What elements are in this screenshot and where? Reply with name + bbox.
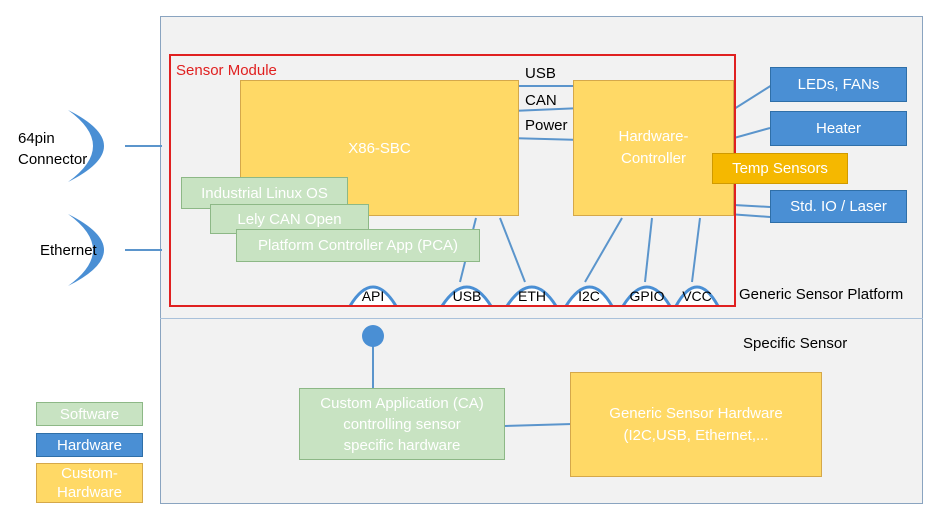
api-port-icon	[348, 285, 398, 307]
x86-sbc: X86-SBC	[240, 80, 519, 216]
gpio-port-line	[644, 217, 653, 283]
generic-sensor-hardware-box: Generic Sensor Hardware (I2C,USB, Ethern…	[570, 372, 822, 477]
ethernet-connector-label: Ethernet	[40, 242, 97, 259]
i2c-port-line	[584, 217, 623, 283]
vcc-port-icon	[674, 285, 720, 307]
vcc-port-line	[691, 217, 701, 283]
pin64-connector-icon	[68, 110, 104, 182]
temp-sensors-box: Temp Sensors	[712, 153, 848, 184]
temp-sensors-label: Temp Sensors	[732, 160, 828, 177]
custom-application-box: Custom Application (CA) controlling sens…	[299, 388, 505, 460]
eth-port-label: ETH	[518, 288, 546, 304]
std-io-laser-label: Std. IO / Laser	[790, 198, 887, 215]
leds-fans-box: LEDs, FANs	[770, 67, 907, 102]
legend-software-label: Software	[59, 405, 120, 423]
power-bus-line	[507, 137, 583, 141]
leds-fans-label: LEDs, FANs	[797, 76, 880, 93]
hardware-controller-label: Hardware- Controller	[618, 128, 689, 167]
legend-custom-hardware: Custom- Hardware	[36, 463, 143, 503]
generic-sensor-hardware-label: Generic Sensor Hardware (I2C,USB, Ethern…	[609, 404, 783, 444]
custom-application-label: Custom Application (CA) controlling sens…	[320, 394, 484, 454]
i2c-port-icon	[564, 285, 614, 307]
software-pca: Platform Controller App (PCA)	[236, 229, 480, 262]
vcc-port-label: VCC	[682, 288, 712, 304]
legend-software: Software	[36, 402, 143, 426]
legend-custom-hardware-label: Custom- Hardware	[56, 465, 123, 501]
platform-divider	[160, 318, 923, 319]
legend-hardware: Hardware	[36, 433, 143, 457]
eth-port-icon	[505, 285, 558, 307]
ca-hw-line	[504, 423, 573, 427]
x86-sbc-label: X86-SBC	[348, 139, 411, 157]
api-socket-icon	[362, 325, 384, 347]
linux-os-label: Industrial Linux OS	[201, 184, 328, 202]
hardware-controller: Hardware- Controller	[573, 80, 734, 216]
generic-platform-label: Generic Sensor Platform	[739, 286, 904, 303]
legend-hardware-label: Hardware	[56, 436, 123, 454]
heater-box: Heater	[770, 111, 907, 146]
can-bus-label: CAN	[525, 92, 557, 109]
power-bus-label: Power	[525, 117, 568, 134]
usb-bus-label: USB	[525, 65, 556, 82]
gpio-port-label: GPIO	[629, 288, 665, 304]
ethernet-connector-icon	[68, 214, 104, 286]
can-bus-line	[511, 107, 583, 112]
pca-label: Platform Controller App (PCA)	[257, 237, 459, 254]
usb-port-label: USB	[452, 288, 482, 304]
pin64-connector-label: 64pin Connector	[18, 130, 88, 168]
api-port-label: API	[361, 288, 385, 304]
heater-label: Heater	[815, 120, 862, 137]
eth-port-line	[499, 217, 526, 283]
specific-sensor-label: Specific Sensor	[743, 335, 848, 352]
lely-can-label: Lely CAN Open	[237, 210, 342, 228]
sensor-module-title: Sensor Module	[176, 62, 277, 79]
gpio-port-icon	[621, 285, 672, 307]
i2c-port-label: I2C	[578, 288, 600, 304]
std-io-laser-box: Std. IO / Laser	[770, 190, 907, 223]
usb-port-icon	[440, 285, 493, 307]
